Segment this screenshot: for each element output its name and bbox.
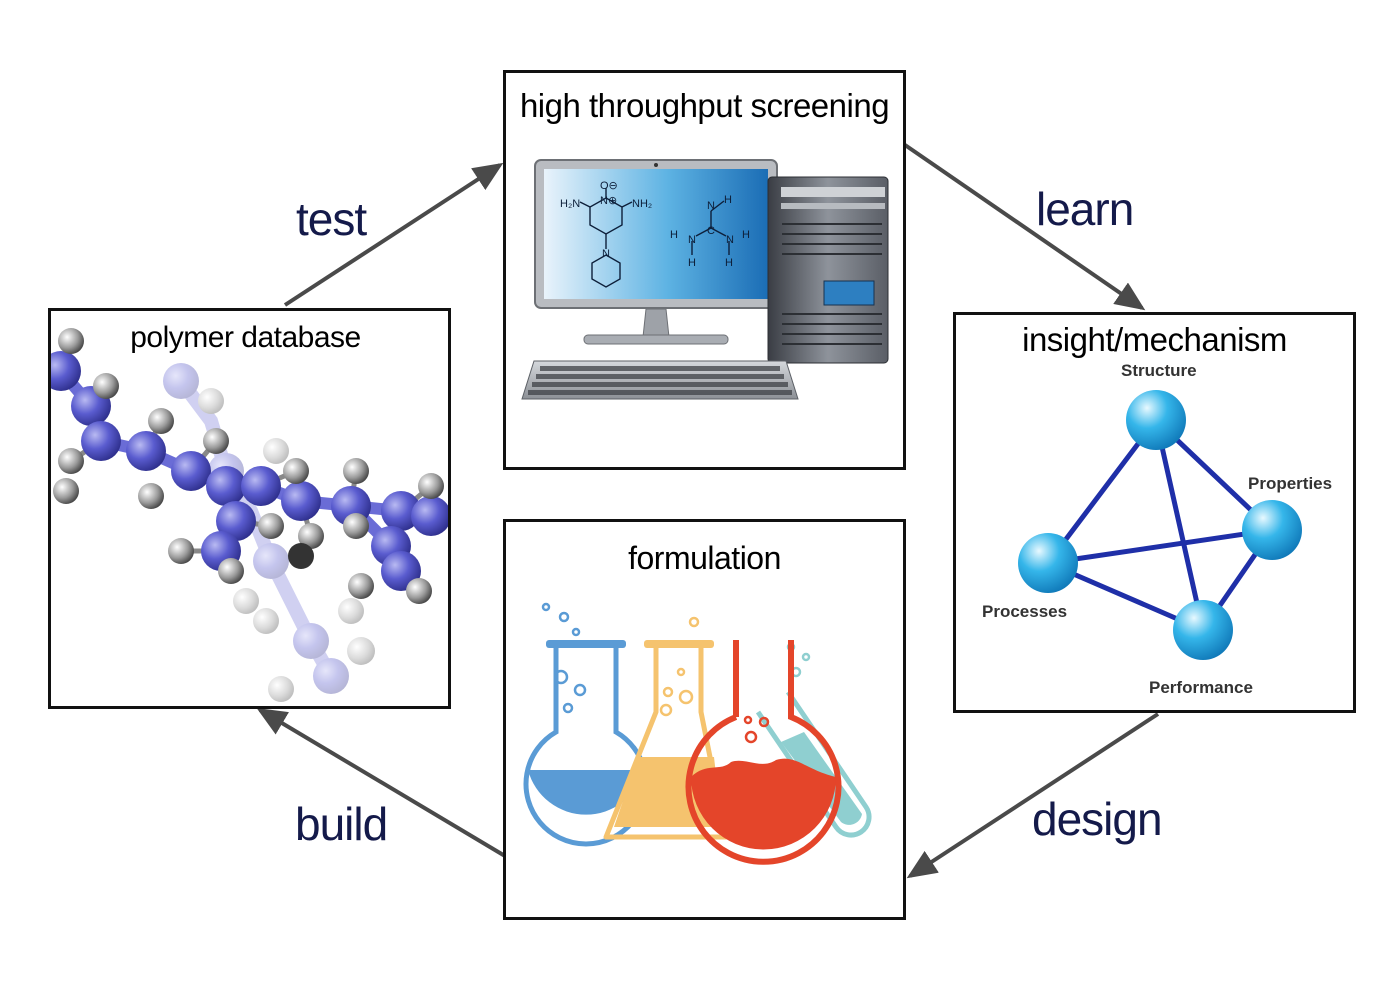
learn-label: learn <box>1036 183 1134 235</box>
mol-h-br: H <box>725 257 733 269</box>
mol-h-bl: H <box>688 257 696 269</box>
properties-node <box>1242 500 1302 560</box>
red-flask <box>685 640 842 865</box>
polymer-illustration <box>51 328 448 702</box>
structure-label: Structure <box>1121 361 1197 380</box>
learn-arrow <box>903 143 1146 311</box>
insight-title: insight/mechanism <box>1022 321 1287 358</box>
mol-h-right: H <box>742 229 750 241</box>
mol-n-right: N <box>726 234 734 246</box>
mol-h-left: H <box>670 229 678 241</box>
polymer-atoms <box>51 328 448 604</box>
mol-h2n: H₂N <box>560 198 580 210</box>
screening-title: high throughput screening <box>519 87 890 124</box>
insight-panel: Structure Properties Processes Performan… <box>953 312 1356 713</box>
mol-o-minus: O⊖ <box>600 180 618 192</box>
formulation-title: formulation <box>628 540 781 576</box>
processes-label: Processes <box>982 602 1067 621</box>
formulation-panel: formulation <box>503 519 906 920</box>
tetrahedron-edges <box>1045 417 1275 633</box>
design-arrow <box>906 712 1160 879</box>
build-label: build <box>295 798 388 850</box>
performance-label: Performance <box>1149 678 1253 697</box>
screening-panel: H₂N NH₂ O⊖ N⊕ N N H C N N H H H H <box>503 70 906 470</box>
test-arrow <box>283 162 504 307</box>
design-label: design <box>1032 793 1163 845</box>
polymer-panel: polymer database <box>48 308 451 709</box>
mol-c: C <box>707 225 715 237</box>
properties-label: Properties <box>1248 474 1332 493</box>
mol-h-top: H <box>724 194 732 206</box>
test-label: test <box>296 193 367 245</box>
computer-illustration: H₂N NH₂ O⊖ N⊕ N N H C N N H H H H <box>521 159 889 400</box>
build-arrow <box>256 707 507 858</box>
polymer-title: polymer database <box>130 321 361 354</box>
structure-node <box>1126 390 1186 450</box>
mol-nh2: NH₂ <box>632 198 652 210</box>
mol-n-plus: N⊕ <box>600 195 617 207</box>
processes-node <box>1018 533 1078 593</box>
monitor-screen <box>544 169 768 299</box>
mol-n-ring: N <box>602 248 610 260</box>
mol-n-top: N <box>707 200 715 212</box>
mol-n-left: N <box>688 234 696 246</box>
tetrahedron-diagram: Structure Properties Processes Performan… <box>982 361 1332 697</box>
performance-node <box>1173 600 1233 660</box>
flasks-illustration <box>523 602 872 865</box>
